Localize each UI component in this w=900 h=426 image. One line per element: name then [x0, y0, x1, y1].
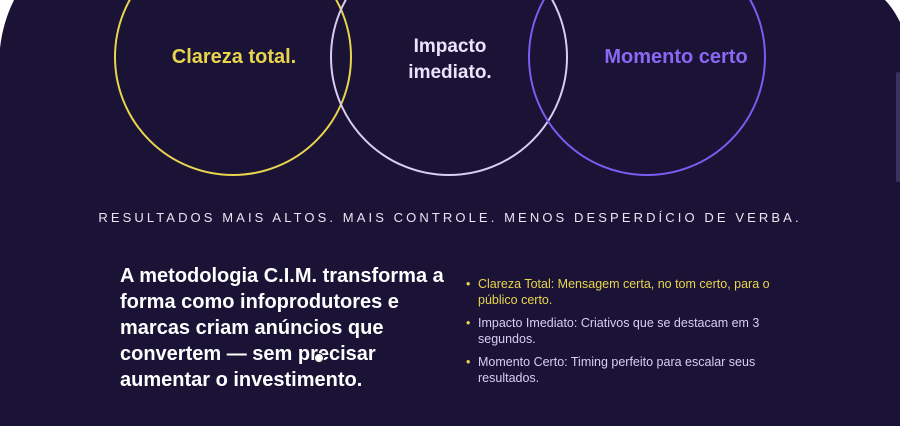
bullet-impacto: • Impacto Imediato: Criativos que se des… — [466, 315, 776, 347]
circle-impacto — [330, 0, 568, 176]
label-impacto-line1: Impacto — [413, 36, 487, 57]
tagline: RESULTADOS MAIS ALTOS. MAIS CONTROLE. ME… — [98, 210, 802, 225]
label-impacto-line2: imediato. — [408, 62, 492, 83]
bullet-text: Clareza Total: Mensagem certa, no tom ce… — [478, 277, 770, 307]
label-impacto: Impacto imediato. — [350, 34, 550, 86]
bullet-dot-icon: • — [466, 277, 471, 291]
mouse-cursor-icon — [314, 353, 324, 363]
label-momento: Momento certo — [604, 46, 748, 68]
scrollbar-thumb[interactable] — [896, 72, 900, 182]
bullet-dot-icon: • — [466, 355, 471, 369]
bullet-clareza: • Clareza Total: Mensagem certa, no tom … — [466, 276, 776, 308]
label-clareza: Clareza total. — [171, 46, 297, 68]
bullet-momento: • Momento Certo: Timing perfeito para es… — [466, 354, 776, 386]
corner-decoration — [0, 0, 900, 48]
bullet-text: Momento Certo: Timing perfeito para esca… — [478, 355, 756, 385]
circle-clareza — [114, 0, 352, 176]
circle-momento — [528, 0, 766, 176]
bullet-text: Impacto Imediato: Criativos que se desta… — [478, 316, 760, 346]
bullet-dot-icon: • — [466, 316, 471, 330]
methodology-headline: A metodologia C.I.M. transforma a forma … — [120, 265, 444, 391]
benefit-list: • Clareza Total: Mensagem certa, no tom … — [466, 276, 776, 393]
